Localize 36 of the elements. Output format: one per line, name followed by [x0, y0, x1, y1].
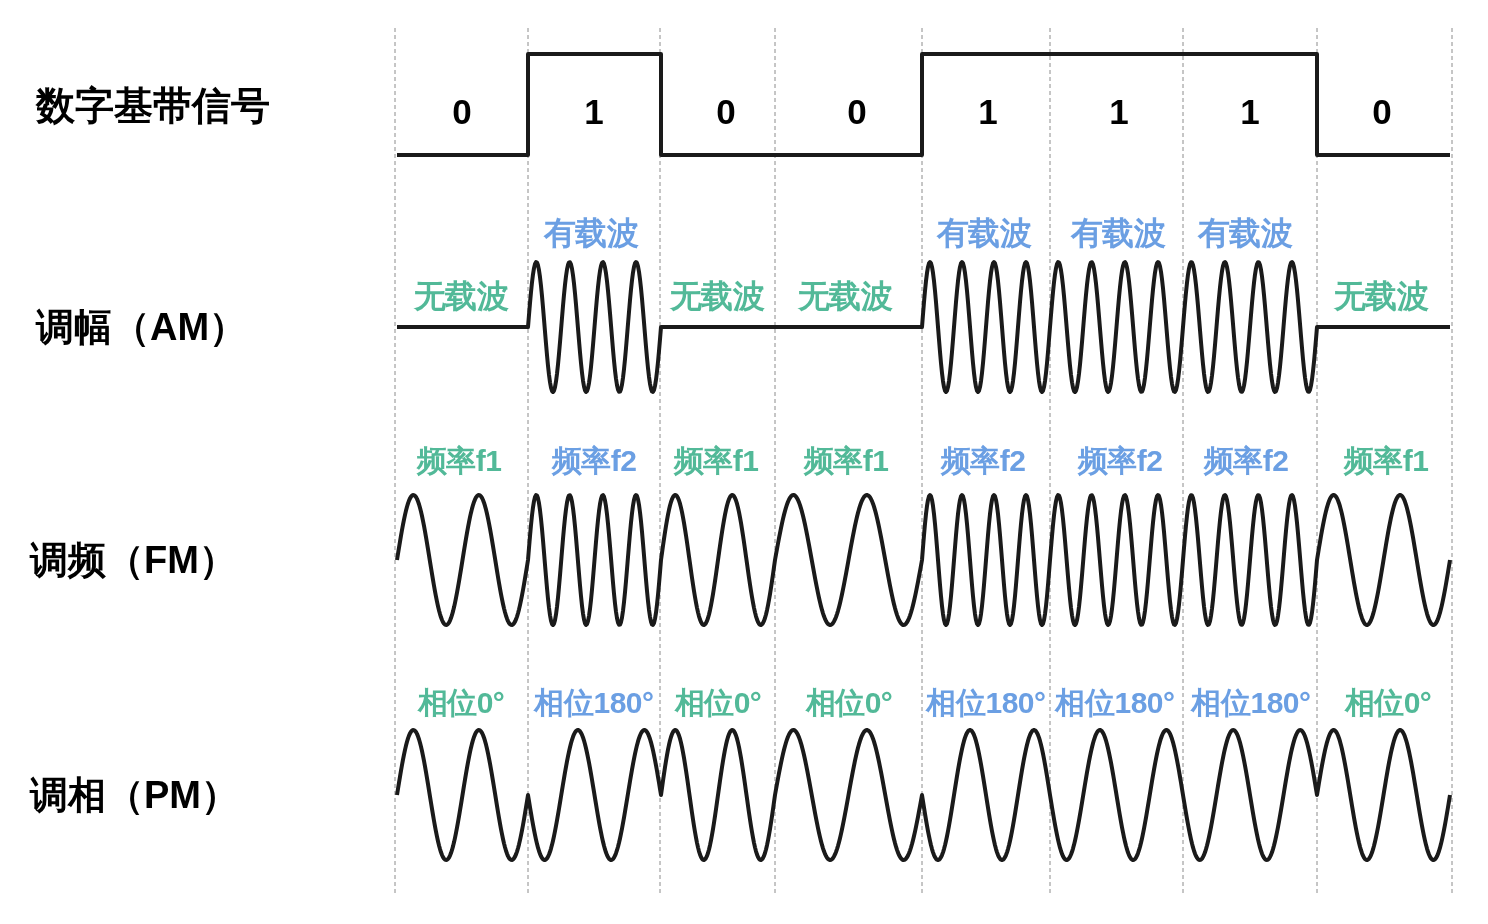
segment-label: 相位180°	[534, 688, 654, 718]
row-heading: 调相（PM）	[30, 776, 239, 814]
segment-label: 有载波	[1197, 217, 1293, 249]
segment-label: 相位180°	[926, 688, 1046, 718]
segment-label: 无载波	[669, 280, 765, 312]
segment-label: 相位0°	[417, 688, 505, 718]
segment-label: 频率f2	[551, 446, 637, 476]
bit-value: 1	[1109, 93, 1129, 129]
segment-label: 无载波	[797, 280, 893, 312]
bit-value: 0	[716, 93, 736, 129]
bit-value: 1	[584, 93, 604, 129]
segment-label: 频率f1	[1343, 446, 1429, 476]
segment-label: 无载波	[413, 280, 509, 312]
segment-label: 有载波	[1070, 217, 1166, 249]
bit-value: 1	[1240, 93, 1260, 129]
bit-value: 0	[847, 93, 867, 129]
row-heading: 调幅（AM）	[36, 308, 248, 346]
segment-label: 有载波	[936, 217, 1032, 249]
segment-label: 有载波	[543, 217, 639, 249]
bit-value: 0	[452, 93, 472, 129]
bit-value: 1	[978, 93, 998, 129]
segment-label: 频率f2	[1203, 446, 1289, 476]
segment-label: 相位180°	[1055, 688, 1175, 718]
segment-label: 频率f1	[803, 446, 889, 476]
row-heading: 数字基带信号	[36, 85, 270, 125]
segment-label: 相位0°	[1344, 688, 1432, 718]
segment-label: 频率f2	[940, 446, 1026, 476]
segment-label: 相位180°	[1191, 688, 1311, 718]
bit-value: 0	[1372, 93, 1392, 129]
row-heading: 调频（FM）	[30, 541, 237, 579]
segment-label: 无载波	[1333, 280, 1429, 312]
segment-label: 频率f2	[1077, 446, 1163, 476]
segment-label: 频率f1	[673, 446, 759, 476]
segment-label: 频率f1	[416, 446, 502, 476]
segment-label: 相位0°	[805, 688, 893, 718]
segment-label: 相位0°	[674, 688, 762, 718]
